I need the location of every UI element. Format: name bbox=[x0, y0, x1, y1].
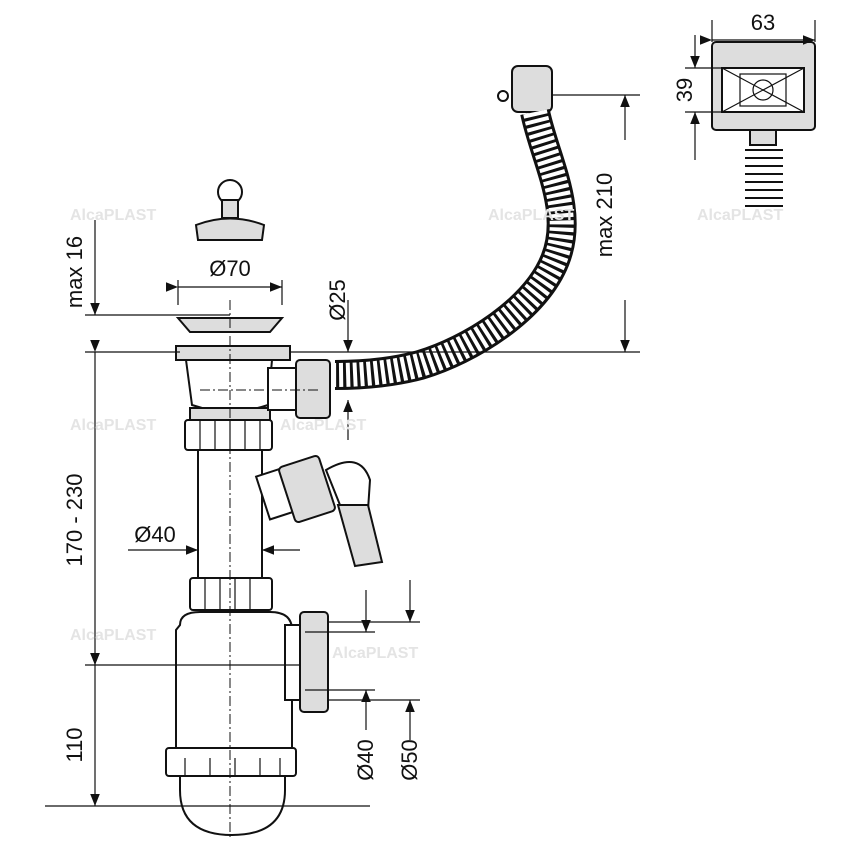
overflow-front-view bbox=[685, 20, 816, 207]
watermark: AlcaPLAST bbox=[70, 627, 156, 644]
plug bbox=[194, 179, 266, 241]
dim-plug-height: max 16 bbox=[62, 236, 87, 308]
watermark: AlcaPLAST bbox=[280, 417, 366, 434]
watermark: AlcaPLAST bbox=[488, 207, 574, 224]
dim-trap-height: 110 bbox=[62, 727, 87, 762]
watermark: AlcaPLAST bbox=[70, 417, 156, 434]
watermark: AlcaPLAST bbox=[70, 207, 156, 224]
dim-pipe-diameter: Ø40 bbox=[134, 522, 176, 547]
dim-strainer-diameter: Ø70 bbox=[209, 256, 251, 281]
overflow-hose bbox=[334, 65, 640, 390]
dim-overflow-height: 39 bbox=[672, 78, 697, 102]
siphon-body bbox=[165, 300, 384, 840]
dim-hose-length: max 210 bbox=[592, 173, 617, 257]
watermark: AlcaPLAST bbox=[332, 645, 418, 662]
dim-overflow-width: 63 bbox=[751, 10, 775, 35]
dim-adjust-range: 170 - 230 bbox=[62, 474, 87, 567]
watermarks: AlcaPLAST AlcaPLAST AlcaPLAST AlcaPLAST … bbox=[70, 207, 783, 662]
watermark: AlcaPLAST bbox=[697, 207, 783, 224]
dim-outlet-inner: Ø40 bbox=[353, 739, 378, 781]
dim-overflow-diameter: Ø25 bbox=[325, 279, 350, 321]
dim-outlet-outer: Ø50 bbox=[397, 739, 422, 781]
